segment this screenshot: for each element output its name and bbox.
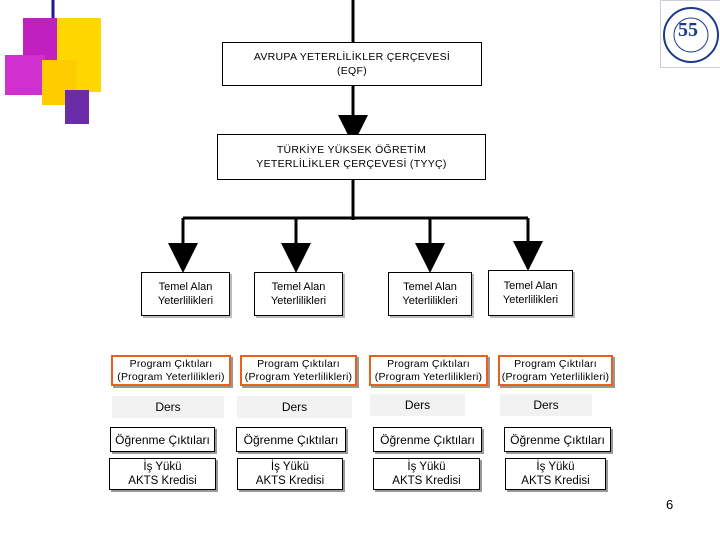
program-line2: (Program Yeterlilikleri): [501, 370, 610, 383]
tyyc-line2: YETERLİLİKLER ÇERÇEVESİ (TYYÇ): [256, 158, 447, 170]
program-line1: Program Çıktıları: [129, 357, 213, 370]
ders-box-2: Ders: [237, 396, 352, 418]
is-yuku-line1: İş Yükü: [536, 461, 575, 473]
ogrenme-box-4: Öğrenme Çıktıları: [504, 427, 611, 452]
program-box-2: Program Çıktıları (Program Yeterlilikler…: [240, 355, 357, 386]
is-yuku-line1: İş Yükü: [407, 461, 446, 473]
ders-box-1: Ders: [112, 396, 224, 418]
temel-alan-line2: Yeterlilikleri: [270, 295, 327, 307]
ogrenme-box-2: Öğrenme Çıktıları: [236, 427, 346, 452]
akts-line: AKTS Kredisi: [392, 475, 461, 487]
deco-square-magenta-2: [5, 55, 45, 95]
university-logo: 55: [660, 0, 720, 68]
program-line1: Program Çıktıları: [514, 357, 597, 370]
akts-line: AKTS Kredisi: [255, 475, 325, 487]
page-number: 6: [666, 497, 674, 512]
eqf-line2: (EQF): [336, 65, 368, 77]
tyyc-box: TÜRKİYE YÜKSEK ÖĞRETİM YETERLİLİKLER ÇER…: [217, 134, 486, 180]
temel-alan-line1: Temel Alan: [158, 281, 213, 293]
akts-line: AKTS Kredisi: [128, 475, 197, 487]
logo-number: 55: [678, 19, 698, 41]
program-line1: Program Çıktıları: [257, 357, 340, 370]
program-line2: (Program Yeterlilikleri): [244, 370, 353, 383]
logo-seal-icon: [663, 7, 719, 63]
deco-square-magenta: [23, 18, 57, 60]
temel-alan-line1: Temel Alan: [503, 280, 558, 292]
temel-alan-line2: Yeterlilikleri: [502, 294, 559, 306]
program-line1: Program Çıktıları: [387, 357, 470, 370]
program-box-4: Program Çıktıları (Program Yeterlilikler…: [498, 355, 613, 386]
akts-line: AKTS Kredisi: [521, 475, 590, 487]
is-yuku-box-3: İş Yükü AKTS Kredisi: [373, 458, 480, 490]
temel-alan-line1: Temel Alan: [271, 281, 326, 293]
temel-alan-box-2: Temel Alan Yeterlilikleri: [254, 272, 343, 316]
tyyc-line1: TÜRKİYE YÜKSEK ÖĞRETİM: [276, 144, 427, 156]
temel-alan-line1: Temel Alan: [403, 281, 457, 293]
temel-alan-box-4: Temel Alan Yeterlilikleri: [488, 270, 573, 316]
program-box-1: Program Çıktıları (Program Yeterlilikler…: [111, 355, 231, 386]
program-box-3: Program Çıktıları (Program Yeterlilikler…: [369, 355, 488, 386]
temel-alan-line2: Yeterlilikleri: [157, 295, 214, 307]
ders-box-4: Ders: [500, 394, 592, 416]
temel-alan-box-1: Temel Alan Yeterlilikleri: [141, 272, 230, 316]
ogrenme-box-3: Öğrenme Çıktıları: [373, 427, 482, 452]
is-yuku-box-2: İş Yükü AKTS Kredisi: [237, 458, 343, 490]
is-yuku-line1: İş Yükü: [143, 461, 182, 473]
program-line2: (Program Yeterlilikleri): [374, 370, 483, 383]
temel-alan-box-3: Temel Alan Yeterlilikleri: [388, 272, 472, 316]
is-yuku-box-4: İş Yükü AKTS Kredisi: [505, 458, 606, 490]
deco-square-purple: [65, 90, 89, 124]
is-yuku-line1: İş Yükü: [270, 461, 310, 473]
ogrenme-box-1: Öğrenme Çıktıları: [110, 427, 215, 452]
ders-box-3: Ders: [370, 394, 465, 416]
eqf-line1: AVRUPA YETERLİLİKLER ÇERÇEVESİ: [253, 51, 451, 63]
program-line2: (Program Yeterlilikleri): [117, 370, 225, 383]
is-yuku-box-1: İş Yükü AKTS Kredisi: [109, 458, 216, 490]
temel-alan-line2: Yeterlilikleri: [402, 295, 458, 307]
eqf-box: AVRUPA YETERLİLİKLER ÇERÇEVESİ (EQF): [222, 42, 482, 86]
